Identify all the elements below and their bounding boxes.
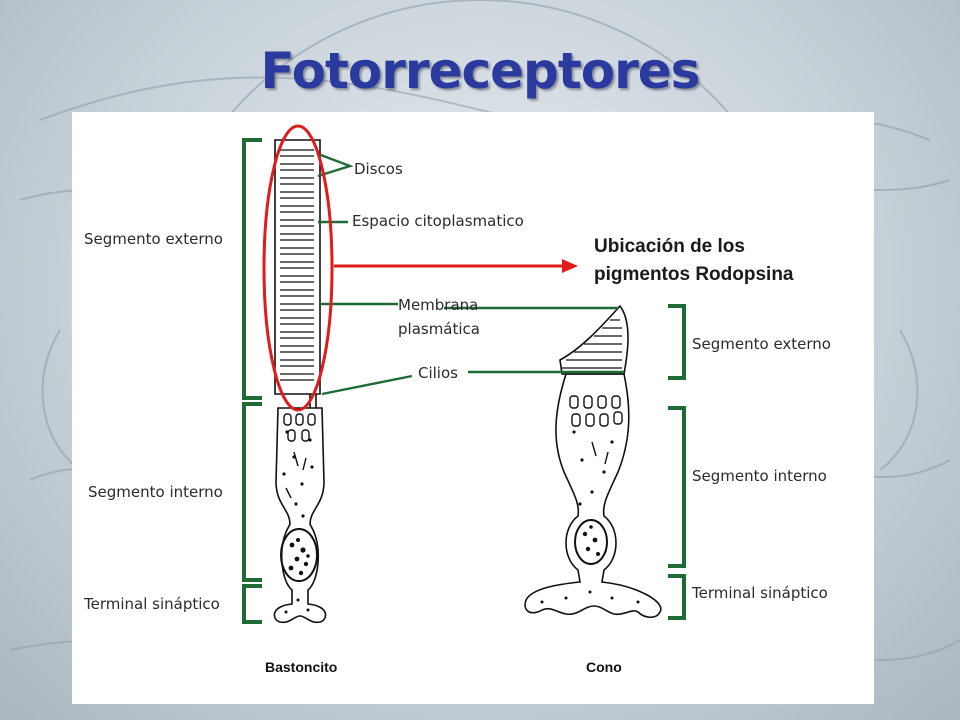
cone-brackets	[668, 304, 686, 620]
cone-inner-label: Segmento interno	[692, 467, 827, 485]
leader-lines	[317, 152, 624, 396]
cone-outer-label: Segmento externo	[692, 335, 831, 353]
annotation-line-2: pigmentos Rodopsina	[594, 264, 794, 285]
cilios-label: Cilios	[418, 364, 458, 382]
rod-terminal-label: Terminal sináptico	[83, 595, 220, 613]
cone-caption: Cono	[586, 659, 622, 675]
highlight-arrow-head	[562, 259, 578, 273]
rod-outer-label: Segmento externo	[84, 230, 223, 248]
annotation-line-1: Ubicación de los	[594, 236, 745, 257]
cone-terminal-label: Terminal sináptico	[691, 584, 828, 602]
photoreceptor-diagram: Segmento externo Segmento interno Termin…	[83, 124, 831, 675]
membrana-label-2: plasmática	[398, 320, 480, 338]
rod-cell	[273, 139, 327, 624]
rod-caption: Bastoncito	[265, 659, 337, 675]
rod-inner-label: Segmento interno	[88, 483, 223, 501]
diagram-panel: Segmento externo Segmento interno Termin…	[72, 112, 874, 704]
espacio-label: Espacio citoplasmatico	[352, 212, 524, 230]
highlight-oval	[262, 124, 334, 412]
slide-title: Fotorreceptores	[260, 42, 701, 100]
rod-brackets	[242, 138, 262, 624]
membrana-label-1: Membrana	[398, 296, 478, 314]
cone-cell	[524, 304, 662, 619]
discos-label: Discos	[354, 160, 403, 178]
